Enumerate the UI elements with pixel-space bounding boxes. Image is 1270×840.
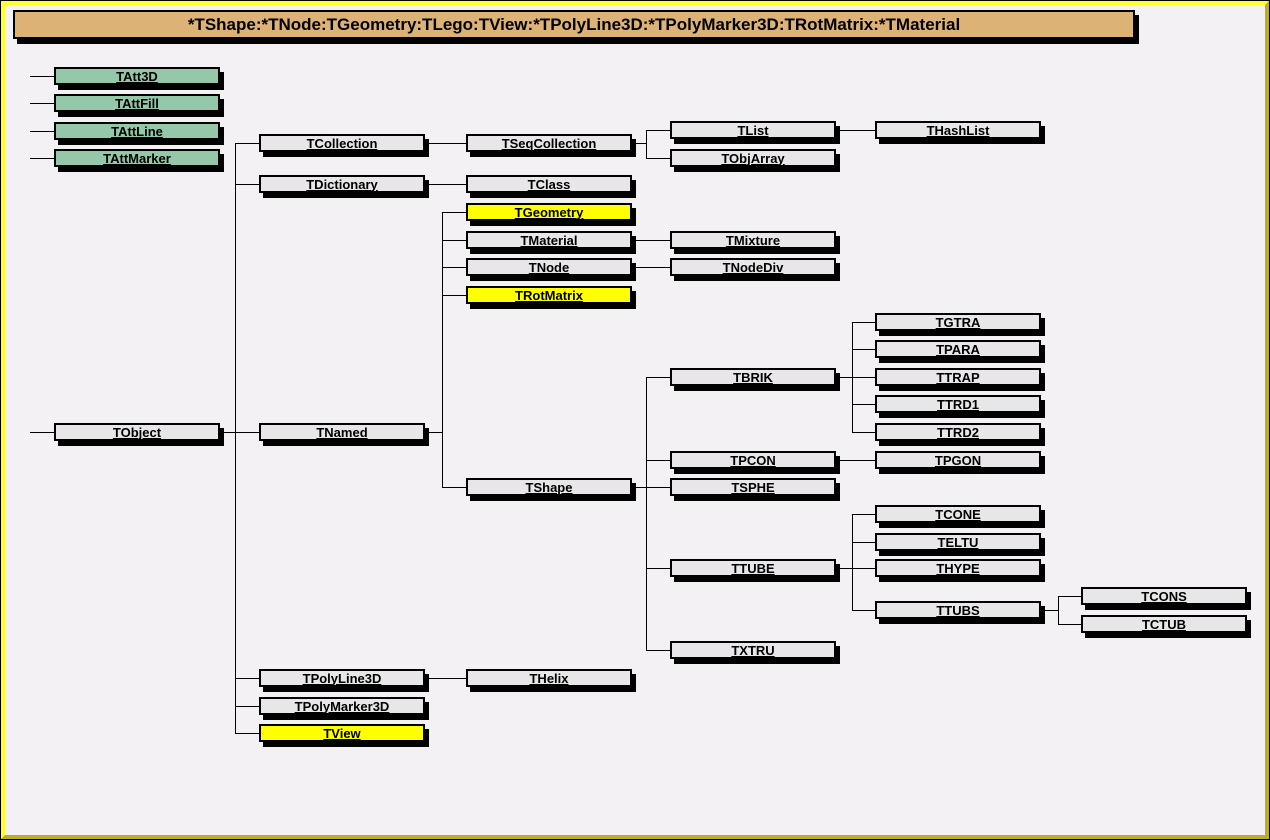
class-box-tgtra[interactable]: TGTRA [875, 313, 1041, 331]
connector-line [1058, 596, 1059, 625]
class-box-tpolymarker3d[interactable]: TPolyMarker3D [259, 697, 425, 715]
connector-line [1041, 610, 1058, 611]
connector-line [30, 103, 54, 104]
connector-line [30, 432, 54, 433]
class-box-tcone[interactable]: TCONE [875, 505, 1041, 523]
class-box-ttrd1[interactable]: TTRD1 [875, 395, 1041, 413]
connector-line [836, 130, 875, 131]
connector-line [852, 432, 875, 433]
connector-line [646, 650, 670, 651]
connector-line [632, 240, 670, 241]
connector-line [425, 143, 466, 144]
class-box-tview[interactable]: TView [259, 724, 425, 742]
class-box-tattfill[interactable]: TAttFill [54, 94, 220, 112]
class-box-ttrap[interactable]: TTRAP [875, 368, 1041, 386]
class-box-tcons[interactable]: TCONS [1081, 587, 1247, 605]
connector-line [442, 212, 443, 488]
connector-line [220, 432, 235, 433]
connector-line [442, 487, 466, 488]
class-box-tseqcollection[interactable]: TSeqCollection [466, 134, 632, 152]
connector-line [442, 212, 466, 213]
connector-line [646, 487, 670, 488]
class-box-tmixture[interactable]: TMixture [670, 231, 836, 249]
connector-line [646, 158, 670, 159]
connector-line [852, 349, 875, 350]
connector-line [442, 267, 466, 268]
connector-line [425, 184, 466, 185]
connector-line [852, 377, 875, 378]
class-box-tctub[interactable]: TCTUB [1081, 615, 1247, 633]
connector-line [235, 706, 259, 707]
class-box-trotmatrix[interactable]: TRotMatrix [466, 286, 632, 304]
class-box-tatt3d[interactable]: TAtt3D [54, 67, 220, 85]
connector-line [235, 143, 259, 144]
class-box-tgeometry[interactable]: TGeometry [466, 203, 632, 221]
connector-line [442, 240, 466, 241]
class-box-tmaterial[interactable]: TMaterial [466, 231, 632, 249]
connector-line [1058, 624, 1081, 625]
connector-line [852, 404, 875, 405]
connector-line [235, 432, 259, 433]
class-tree-canvas: *TShape:*TNode:TGeometry:TLego:TView:*TP… [5, 5, 1265, 835]
connector-line [852, 610, 875, 611]
class-box-tsphe[interactable]: TSPHE [670, 478, 836, 496]
connector-line [646, 130, 647, 159]
class-box-tdictionary[interactable]: TDictionary [259, 175, 425, 193]
connector-line [646, 377, 670, 378]
connector-line [235, 184, 259, 185]
class-box-tpolyline3d[interactable]: TPolyLine3D [259, 669, 425, 687]
class-box-tlist[interactable]: TList [670, 121, 836, 139]
connector-line [30, 76, 54, 77]
connector-line [425, 432, 442, 433]
connector-line [632, 267, 670, 268]
connector-line [235, 143, 236, 734]
connector-line [632, 143, 646, 144]
class-box-thype[interactable]: THYPE [875, 559, 1041, 577]
connector-line [30, 131, 54, 132]
class-box-tattline[interactable]: TAttLine [54, 122, 220, 140]
connector-line [235, 678, 259, 679]
connector-line [632, 487, 646, 488]
connector-line [646, 377, 647, 651]
class-box-tattmarker[interactable]: TAttMarker [54, 149, 220, 167]
class-box-txtru[interactable]: TXTRU [670, 641, 836, 659]
connector-line [836, 568, 852, 569]
class-box-tclass[interactable]: TClass [466, 175, 632, 193]
class-box-ttube[interactable]: TTUBE [670, 559, 836, 577]
class-box-tpgon[interactable]: TPGON [875, 451, 1041, 469]
connector-line [836, 377, 852, 378]
class-box-tbrik[interactable]: TBRIK [670, 368, 836, 386]
class-box-ttubs[interactable]: TTUBS [875, 601, 1041, 619]
class-box-ttrd2[interactable]: TTRD2 [875, 423, 1041, 441]
connector-line [646, 460, 670, 461]
class-box-tpcon[interactable]: TPCON [670, 451, 836, 469]
connector-line [1058, 596, 1081, 597]
connector-line [852, 542, 875, 543]
class-box-tnodediv[interactable]: TNodeDiv [670, 258, 836, 276]
class-box-tshape[interactable]: TShape [466, 478, 632, 496]
connector-line [646, 130, 670, 131]
class-box-tobjarray[interactable]: TObjArray [670, 149, 836, 167]
connector-line [425, 678, 466, 679]
connector-line [852, 514, 875, 515]
connector-line [30, 158, 54, 159]
connector-line [852, 568, 875, 569]
class-box-tcollection[interactable]: TCollection [259, 134, 425, 152]
class-box-thelix[interactable]: THelix [466, 669, 632, 687]
connector-line [442, 295, 466, 296]
class-box-tnode[interactable]: TNode [466, 258, 632, 276]
connector-line [646, 568, 670, 569]
connector-line [836, 460, 875, 461]
connector-line [852, 514, 853, 611]
connector-line [235, 733, 259, 734]
class-box-tobject[interactable]: TObject [54, 423, 220, 441]
connector-line [852, 322, 875, 323]
title-pave: *TShape:*TNode:TGeometry:TLego:TView:*TP… [13, 10, 1135, 39]
class-box-thashlist[interactable]: THashList [875, 121, 1041, 139]
class-box-tpara[interactable]: TPARA [875, 340, 1041, 358]
class-box-teltu[interactable]: TELTU [875, 533, 1041, 551]
class-box-tnamed[interactable]: TNamed [259, 423, 425, 441]
